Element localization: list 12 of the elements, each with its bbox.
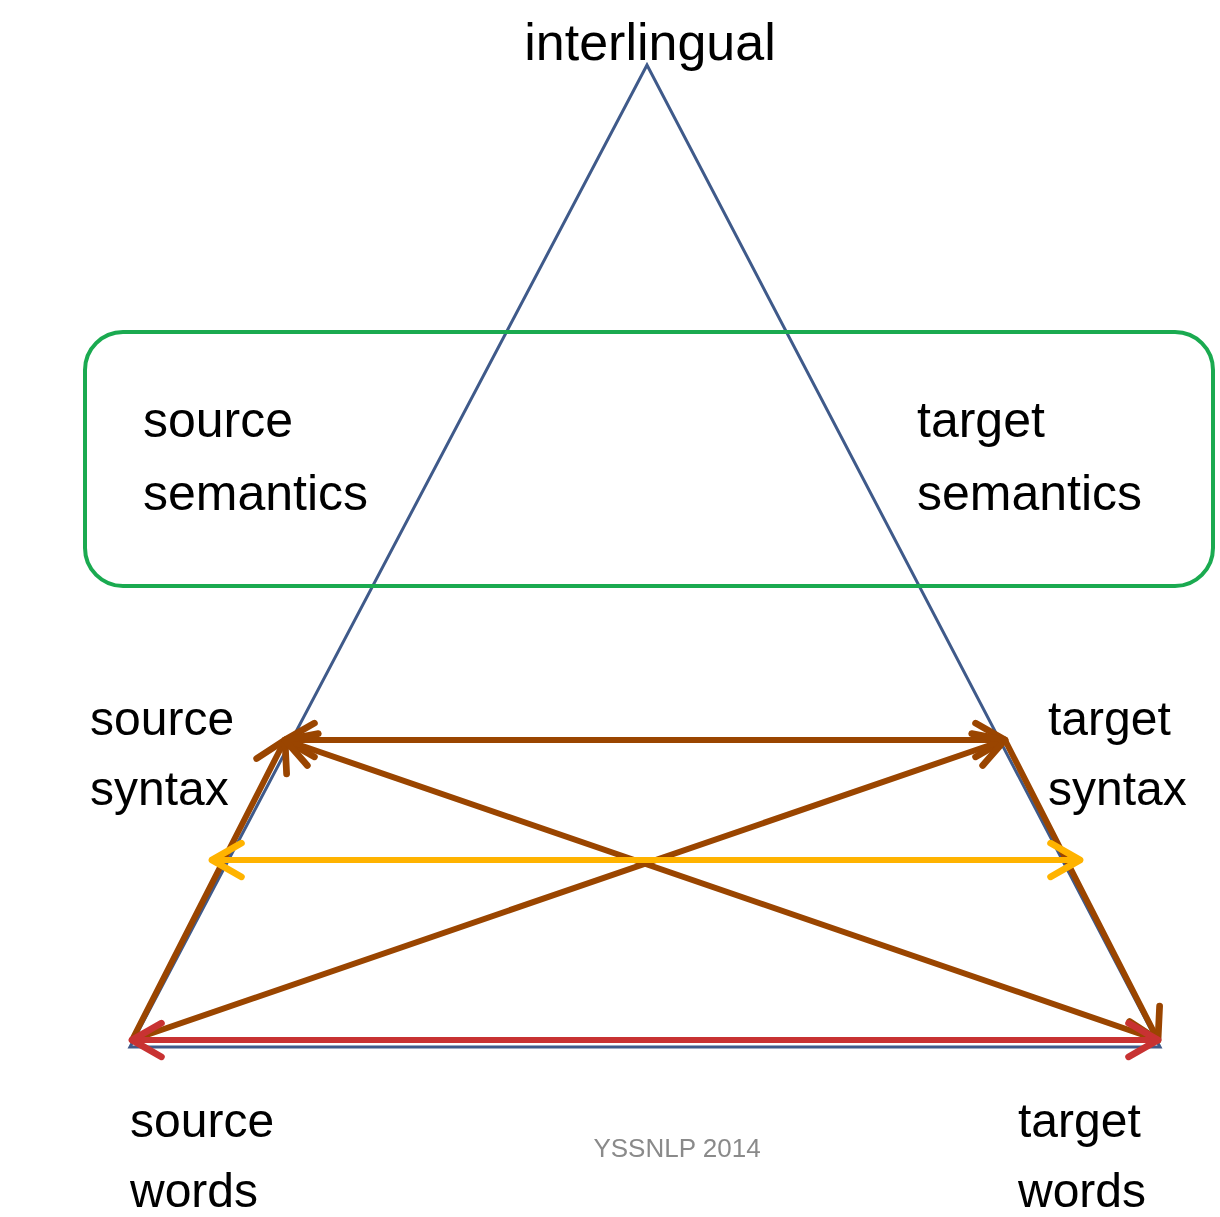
arrow <box>128 1019 1162 1061</box>
grouping-box <box>83 330 1215 588</box>
level-label: source syntax <box>90 691 236 817</box>
level-label: source semantics <box>143 391 370 523</box>
level-label: target semantics <box>917 391 1144 523</box>
level-label: target words <box>1018 1093 1148 1217</box>
level-label: source words <box>130 1093 276 1217</box>
level-label: target syntax <box>1048 691 1188 817</box>
arrow <box>208 839 1084 881</box>
arrow <box>281 719 1009 761</box>
footer-note: YSSNLP 2014 <box>592 1133 762 1164</box>
level-label: interlingual <box>524 12 776 73</box>
